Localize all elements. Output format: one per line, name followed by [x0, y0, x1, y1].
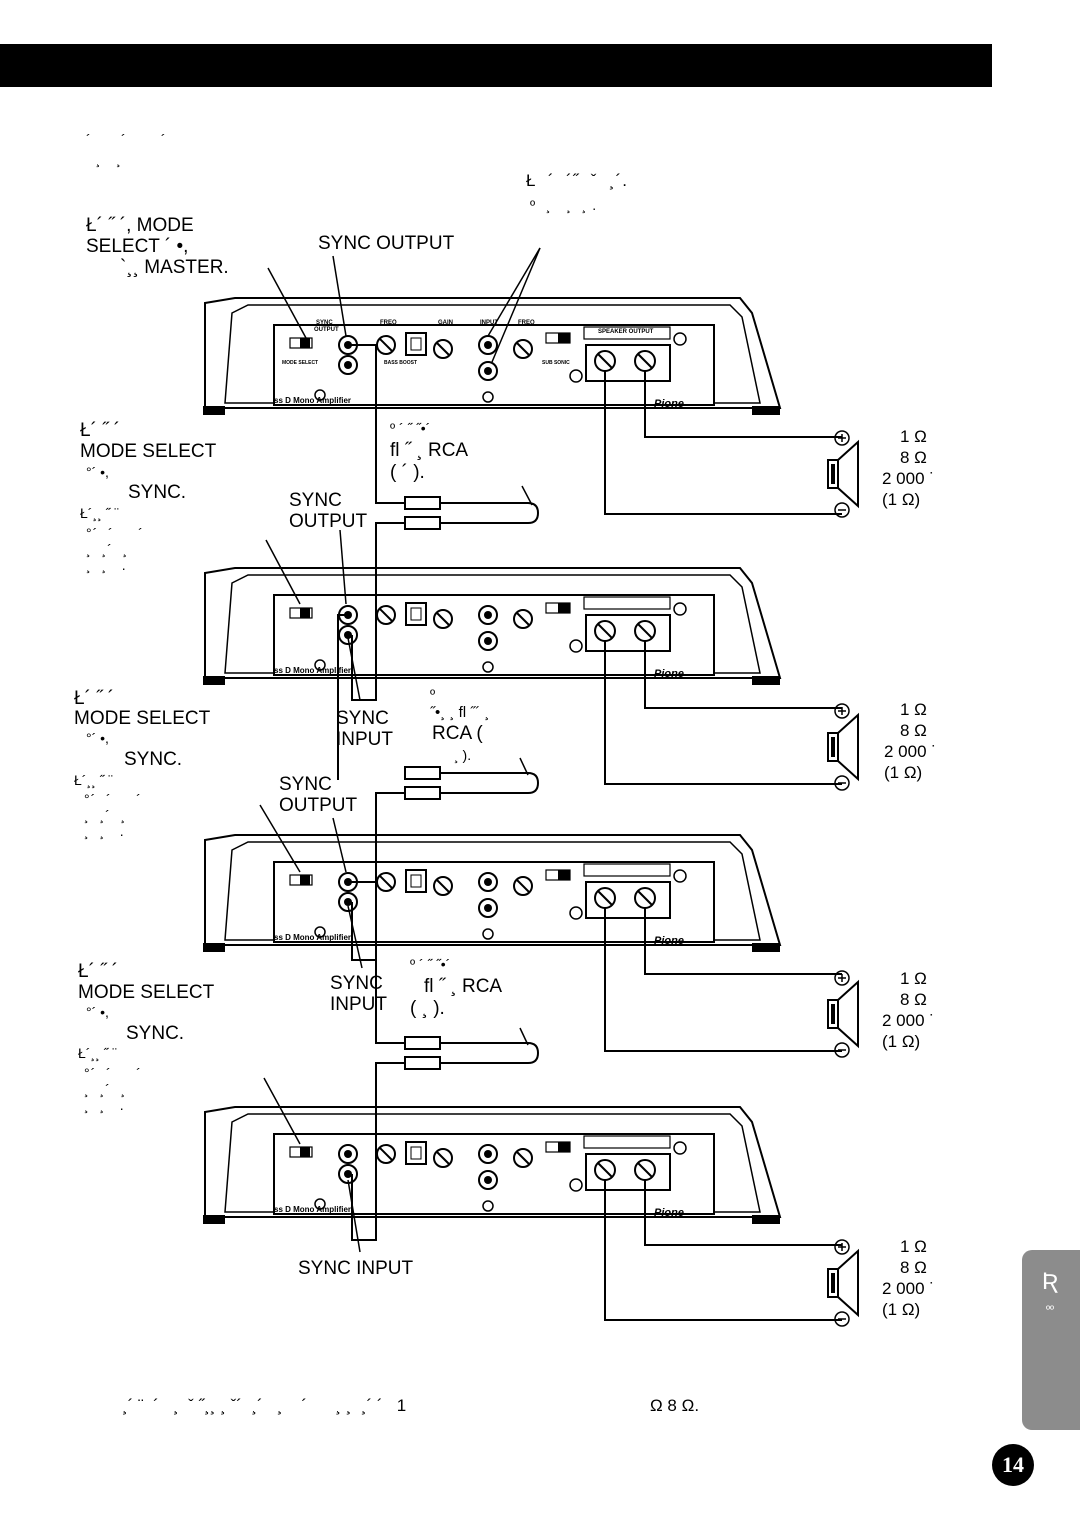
sync-input-3a: SYNC: [336, 708, 389, 729]
spec2-line1: 1 Ω: [900, 700, 927, 719]
unit2-mode-4: SYNC.: [128, 482, 187, 503]
speaker-4: [827, 1239, 859, 1327]
mode-master-label-3: `¸¸ MASTER.: [120, 257, 229, 278]
unit4-mode-3: °´ •,: [86, 1004, 109, 1020]
spec1-line3: 2 000 ˙: [882, 469, 935, 488]
unit3-mode-5: Ł´¸¸ ˝ ¨: [74, 772, 113, 788]
unit4-mode-8: ¸ ¸ .: [84, 1097, 125, 1113]
language-tab-glyph: Ʀ: [1041, 1268, 1058, 1295]
unit2-mode-7: ¸ ¸´ ¸: [86, 541, 129, 557]
rca-note-2: ﬂ ˝ ¸ RCA: [390, 440, 469, 461]
unit2-mode-2: MODE SELECT: [80, 441, 217, 462]
unit3-mode-2: MODE SELECT: [74, 708, 211, 729]
footnote: ¸´ ¨ ´ ¸ ˇ ˝¸¸ ¸ ˇ´ ¸´ ¸ ´ ¸ ¸ ¸´ ´ 1: [122, 1396, 407, 1415]
top-right-note-2: º ¸ ¸ ¸ .: [530, 197, 598, 213]
footnote-right: Ω 8 Ω.: [650, 1396, 700, 1415]
rca-note3-1: º: [430, 686, 436, 702]
spec1-line4: (1 Ω): [882, 490, 921, 509]
spec1-line1: 1 Ω: [900, 427, 927, 446]
sync-input-4a: SYNC: [330, 973, 383, 994]
spec2-line3: 2 000 ˙: [884, 742, 937, 761]
spec4-line4: (1 Ω): [882, 1300, 921, 1319]
rca-note3-2: ˝•¸ ¸ ﬂ ˝´ ¸: [430, 704, 490, 721]
mode-master-label-1: Ł´ ˝ ´, MODE: [86, 215, 194, 236]
unit3-mode-7: ¸ ¸´ ¸: [84, 807, 127, 823]
unit3-mode-8: ¸ ¸ .: [84, 823, 125, 839]
unit3-mode-6: °´ ´ ´: [84, 791, 142, 807]
rca-note-1: º ´ ˝ ˝•´: [390, 420, 431, 436]
intro-text-1: ´ ´ ´: [86, 131, 167, 147]
spec4-line2: 8 Ω: [900, 1258, 927, 1277]
spec3-line4: (1 Ω): [882, 1032, 921, 1051]
unit2-mode-6: °´ ´ ´: [86, 525, 144, 541]
unit4-mode-2: MODE SELECT: [78, 982, 215, 1003]
rca-note4-2: ﬂ ˝ ¸ RCA: [424, 976, 503, 997]
sync-output-top-label: SYNC OUTPUT: [318, 233, 455, 254]
speaker-1: [827, 430, 859, 518]
sync-input-3b: INPUT: [336, 729, 393, 750]
sync-input-bottom: SYNC INPUT: [298, 1258, 414, 1279]
unit4-mode-6: °´ ´ ´: [84, 1065, 142, 1081]
mode-master-label-2: SELECT ´ •,: [86, 236, 189, 257]
unit3-mode-3: °´ •,: [86, 730, 109, 746]
rca-note4-3: ( ¸ ).: [410, 998, 445, 1019]
rca-note3-3: RCA (: [432, 723, 483, 744]
unit3-mode-4: SYNC.: [124, 749, 183, 770]
spec4-line3: 2 000 ˙: [882, 1279, 935, 1298]
unit4-mode-4: SYNC.: [126, 1023, 185, 1044]
intro-text-2: ¸ ¸: [86, 151, 122, 167]
spec3-line3: 2 000 ˙: [882, 1011, 935, 1030]
spec2-line4: (1 Ω): [884, 763, 923, 782]
spec2-line2: 8 Ω: [900, 721, 927, 740]
spec3-line1: 1 Ω: [900, 969, 927, 988]
speaker-3: [827, 970, 859, 1058]
spec4-line1: 1 Ω: [900, 1237, 927, 1256]
unit2-mode-1: Ł´ ˝ ´: [80, 420, 121, 441]
rca-note-3: ( ´ ).: [390, 462, 425, 483]
unit2-mode-3: °´ •,: [86, 464, 109, 480]
speaker-2: [827, 703, 859, 791]
amplifier-unit-3: [202, 834, 781, 953]
unit4-mode-7: ¸ ¸´ ¸: [84, 1081, 127, 1097]
unit2-mode-5: Ł´¸¸ ˝ ¨: [80, 505, 119, 521]
unit2-mode-8: ¸ ¸ .: [86, 557, 127, 573]
sync-input-4b: INPUT: [330, 994, 387, 1015]
sync-output-3b: OUTPUT: [279, 795, 358, 816]
spec3-line2: 8 Ω: [900, 990, 927, 1009]
language-tab-small: ºº: [1045, 1304, 1055, 1316]
sync-output-2b: OUTPUT: [289, 511, 368, 532]
unit4-mode-5: Ł´¸¸ ˝ ¨: [78, 1045, 117, 1061]
header-bar: [0, 44, 992, 87]
page-number: 14: [992, 1444, 1034, 1486]
unit3-mode-1: Ł´ ˝ ´: [74, 688, 115, 709]
sync-output-2a: SYNC: [289, 490, 342, 511]
language-side-tab[interactable]: Ʀ ºº: [1022, 1250, 1080, 1430]
top-right-note-1: Ł ´ ´˝ ˇ ¸´.: [526, 171, 628, 190]
amplifier-unit-1: [202, 297, 781, 416]
sync-output-3a: SYNC: [279, 774, 332, 795]
rca-note4-1: º ´ ˝ ˝•´: [410, 956, 451, 972]
unit4-mode-1: Ł´ ˝ ´: [78, 961, 119, 982]
spec1-line2: 8 Ω: [900, 448, 927, 467]
rca-note3-4: ¸ ).: [454, 747, 472, 763]
